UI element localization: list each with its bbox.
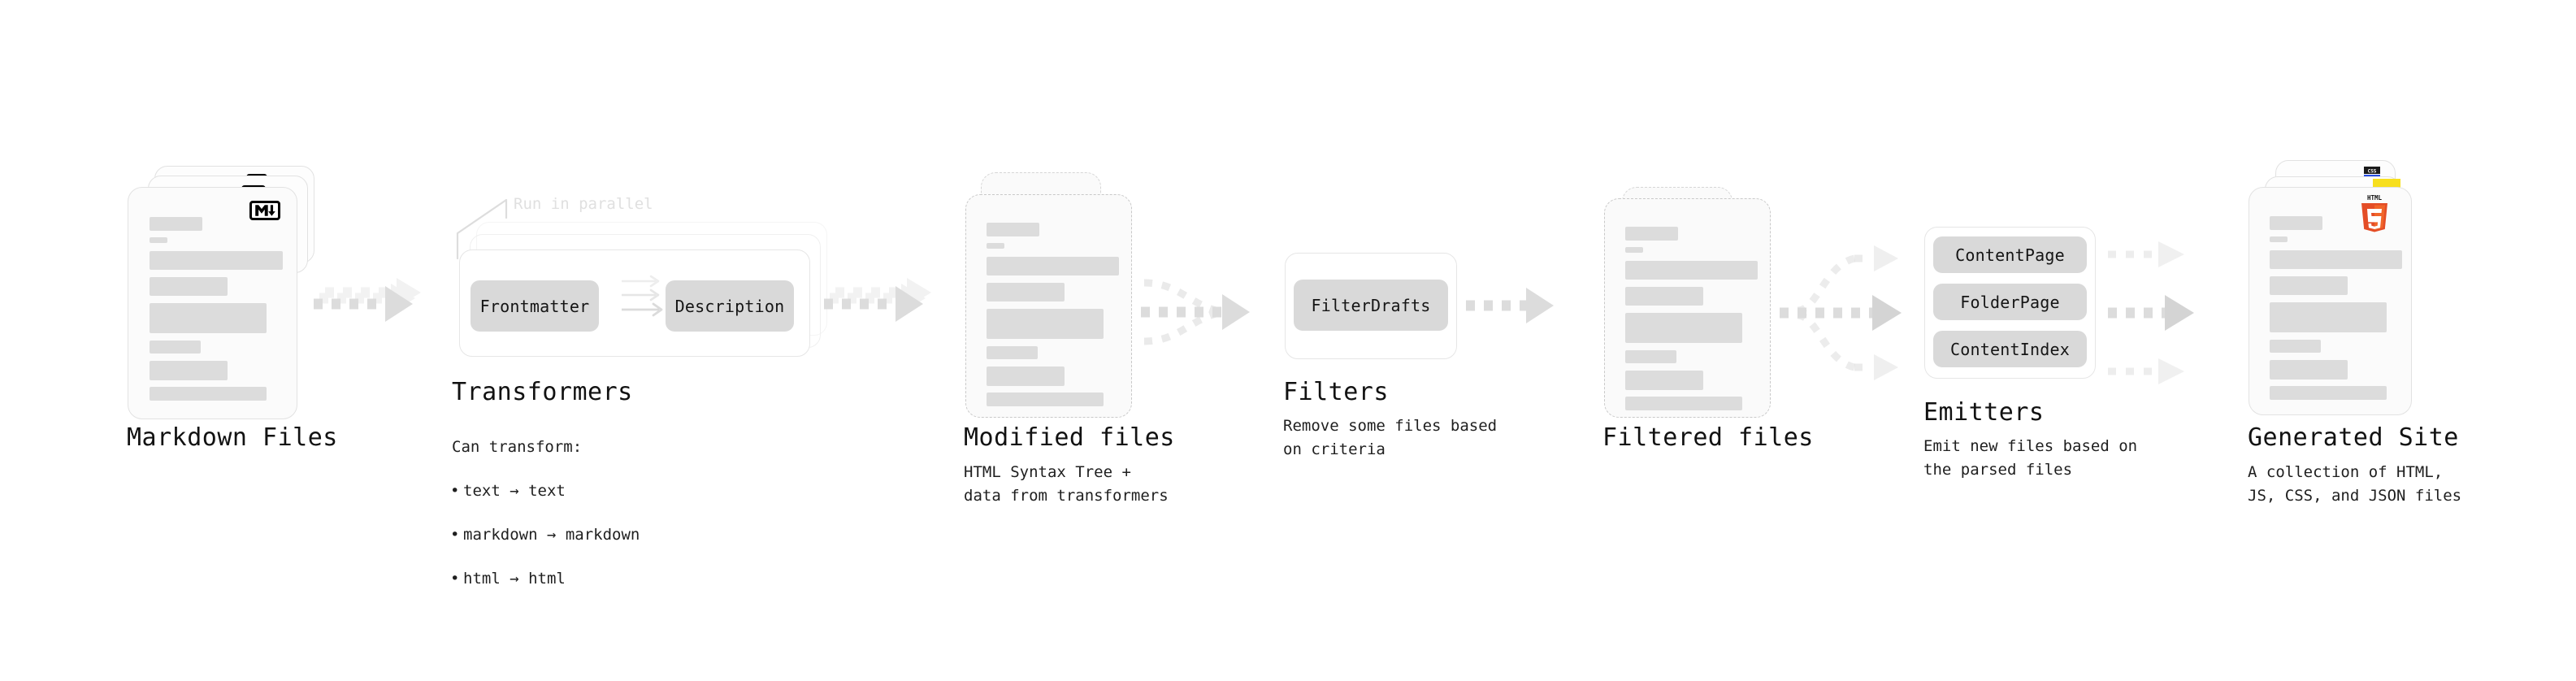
- skeleton-bar: [2270, 276, 2348, 295]
- emitter-chip-contentindex[interactable]: ContentIndex: [1933, 331, 2087, 367]
- skeleton-bar: [150, 237, 167, 243]
- transform-list-item: markdown → markdown: [452, 524, 777, 546]
- skeleton-bar: [1625, 247, 1643, 253]
- skeleton-bar: [150, 303, 267, 333]
- emitter-chip-folderpage[interactable]: FolderPage: [1933, 284, 2087, 320]
- stage-description-generated-site: A collection of HTML, JS, CSS, and JSON …: [2248, 463, 2462, 505]
- skeleton-bar: [2270, 302, 2387, 332]
- transform-list-item: text → text: [452, 480, 777, 502]
- filtered-card-front: [1604, 198, 1771, 418]
- skeleton-bar: [1625, 313, 1742, 343]
- skeleton-bar: [987, 223, 1039, 236]
- transformer-inner-arrows: [622, 275, 663, 317]
- skeleton-bar: [2270, 250, 2402, 269]
- css3-icon: CSS: [2362, 166, 2383, 179]
- skeleton-bar: [987, 257, 1119, 275]
- skeleton-bar: [987, 283, 1065, 301]
- skeleton-bar: [987, 393, 1104, 406]
- connector-modified-to-filters: [1141, 279, 1250, 345]
- skeleton-bar: [150, 217, 202, 231]
- html5-icon: HTML: [2357, 193, 2392, 232]
- skeleton-bar: [2270, 360, 2348, 380]
- filter-chip-filterdrafts[interactable]: FilterDrafts: [1294, 280, 1448, 331]
- skeleton-bar: [1625, 371, 1703, 390]
- skeleton-bar: [2270, 386, 2387, 400]
- markdown-icon: [249, 201, 280, 220]
- stage-title-filters: Filters: [1283, 378, 1389, 406]
- parallel-annotation: Run in parallel: [514, 195, 653, 213]
- skeleton-bar: [150, 277, 228, 296]
- stage-title-emitters: Emitters: [1923, 398, 2045, 427]
- parallel-bracket: [456, 198, 508, 260]
- transform-list-item: html → html: [452, 568, 777, 590]
- skeleton-bar: [1625, 261, 1758, 280]
- stage-description-transformers: Can transform: text → text markdown → ma…: [452, 414, 777, 612]
- stage-title-modified-files: Modified files: [964, 423, 1175, 452]
- svg-text:CSS: CSS: [2368, 168, 2377, 174]
- connector-md-to-transformers: [314, 278, 421, 322]
- transformer-chip-description[interactable]: Description: [666, 280, 794, 332]
- skeleton-bar: [1625, 227, 1678, 241]
- skeleton-bar: [987, 309, 1104, 339]
- connector-emitters-to-site: [2108, 241, 2194, 384]
- skeleton-bar: [2270, 216, 2322, 230]
- skeleton-bar: [150, 361, 228, 380]
- skeleton-bar: [150, 340, 201, 354]
- skeleton-bar: [987, 346, 1038, 359]
- connector-filters-to-filtered: [1466, 288, 1554, 323]
- skeleton-bar: [1625, 350, 1676, 363]
- emitter-chip-contentpage[interactable]: ContentPage: [1933, 236, 2087, 273]
- svg-text:HTML: HTML: [2367, 194, 2383, 202]
- skeleton-bar: [2270, 340, 2321, 353]
- stage-title-generated-site: Generated Site: [2248, 423, 2459, 452]
- skeleton-bar: [150, 387, 267, 401]
- skeleton-bar: [1625, 287, 1703, 306]
- skeleton-bar: [1625, 397, 1742, 410]
- stage-description-emitters: Emit new files based on the parsed files: [1923, 437, 2138, 479]
- stage-description-filters: Remove some files based on criteria: [1283, 417, 1498, 458]
- skeleton-bar: [150, 251, 283, 270]
- stage-description-modified-files: HTML Syntax Tree + data from transformer…: [964, 463, 1169, 505]
- skeleton-bar: [987, 367, 1065, 386]
- stage-title-transformers: Transformers: [452, 378, 633, 406]
- modified-card-front: [965, 194, 1132, 418]
- connector-transformers-to-modified: [824, 278, 931, 322]
- transformer-chip-frontmatter[interactable]: Frontmatter: [471, 280, 599, 332]
- connector-filtered-to-emitters: [1780, 245, 1902, 380]
- markdown-card-front: [128, 187, 297, 419]
- skeleton-bar: [987, 243, 1004, 249]
- stage-title-markdown-files: Markdown Files: [127, 423, 338, 452]
- skeleton-bar: [2270, 236, 2288, 242]
- transform-list-heading: Can transform:: [452, 438, 583, 456]
- stage-title-filtered-files: Filtered files: [1602, 423, 1814, 452]
